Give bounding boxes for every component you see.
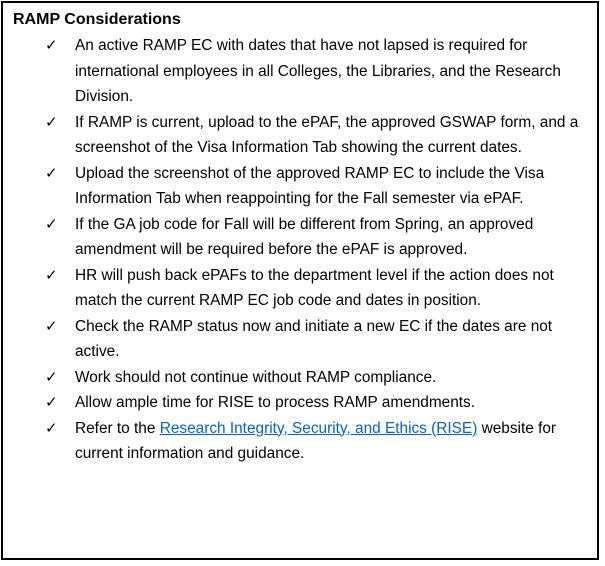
list-item-text-after: website for current information and guid… — [75, 419, 557, 463]
list-item: ✓ Upload the screenshot of the approved … — [3, 161, 599, 212]
ramp-considerations-box: RAMP Considerations ✓ An active RAMP EC … — [1, 1, 599, 560]
list-item-text: If RAMP is current, upload to the ePAF, … — [75, 113, 579, 157]
rise-website-link[interactable]: Research Integrity, Security, and Ethics… — [159, 419, 478, 437]
list-item: ✓ Refer to the Research Integrity, Secur… — [3, 416, 599, 467]
list-item-text: Work should not continue without RAMP co… — [75, 368, 437, 386]
list-item-text: Allow ample time for RISE to process RAM… — [75, 394, 476, 411]
list-item-text-before: Refer to the — [75, 419, 160, 437]
box-title: RAMP Considerations — [13, 11, 181, 28]
list-item: ✓ If the GA job code for Fall will be di… — [3, 212, 599, 263]
list-item-text: Check the RAMP status now and initiate a… — [75, 317, 553, 361]
list-item-text: HR will push back ePAFs to the departmen… — [75, 266, 554, 310]
checkmark-icon: ✓ — [45, 367, 58, 386]
checkmark-icon: ✓ — [45, 112, 58, 131]
list-item: ✓ HR will push back ePAFs to the departm… — [3, 263, 599, 314]
list-item-text: If the GA job code for Fall will be diff… — [75, 215, 534, 259]
checkmark-icon: ✓ — [45, 36, 58, 54]
list-item-text: Upload the screenshot of the approved RA… — [75, 164, 545, 208]
list-item: ✓ Check the RAMP status now and initiate… — [3, 314, 599, 365]
list-item: ✓ An active RAMP EC with dates that have… — [3, 33, 599, 110]
checkmark-icon: ✓ — [45, 214, 58, 233]
list-item: ✓ Work should not continue without RAMP … — [3, 365, 599, 391]
checkmark-icon: ✓ — [45, 265, 58, 284]
considerations-list: ✓ An active RAMP EC with dates that have… — [3, 33, 599, 467]
list-item-text: An active RAMP EC with dates that have n… — [75, 37, 561, 105]
checkmark-icon: ✓ — [45, 393, 58, 411]
checkmark-icon: ✓ — [45, 316, 58, 335]
checkmark-icon: ✓ — [45, 418, 58, 437]
list-item: ✓ If RAMP is current, upload to the ePAF… — [3, 110, 599, 161]
list-item: ✓ Allow ample time for RISE to process R… — [3, 390, 599, 416]
checkmark-icon: ✓ — [45, 163, 58, 182]
